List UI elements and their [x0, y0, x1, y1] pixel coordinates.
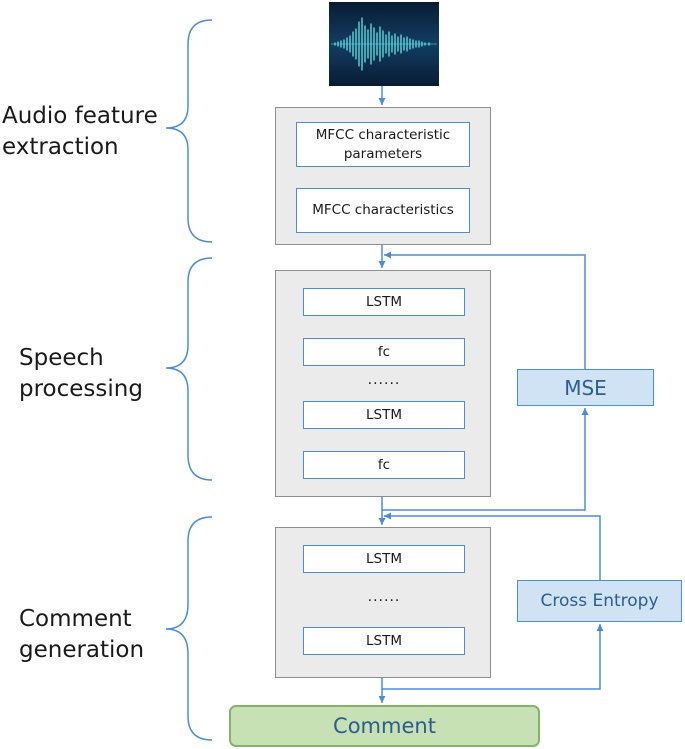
arrow-mse-to-speech-in	[384, 251, 586, 369]
brace-audio-feature	[165, 19, 213, 243]
audio-waveform-icon	[329, 2, 439, 86]
section-label-speech-processing: Speech processing	[19, 343, 143, 405]
section-label-line: Speech	[19, 345, 104, 371]
section-label-line: Comment	[19, 606, 132, 632]
section-label-line: Audio feature	[2, 103, 158, 129]
layer-ellipsis: ......	[367, 372, 401, 388]
section-label-line: generation	[19, 637, 145, 663]
lstm-node: LSTM	[303, 401, 465, 429]
arrow-comment-out-to-cross-entropy	[382, 624, 604, 690]
brace-speech-processing	[165, 257, 213, 481]
lstm-node: LSTM	[303, 545, 465, 573]
section-label-comment-generation: Comment generation	[19, 604, 144, 666]
lstm-node: LSTM	[303, 288, 465, 316]
lstm-node: LSTM	[303, 627, 465, 655]
mfcc-characteristics-node: MFCC characteristics	[296, 188, 470, 233]
fc-node: fc	[303, 338, 465, 366]
brace-comment-generation	[165, 516, 213, 741]
section-label-line: processing	[19, 376, 143, 402]
comment-output-box: Comment	[229, 705, 540, 747]
mfcc-parameters-node: MFCC characteristic parameters	[296, 122, 470, 167]
section-label-audio-feature-extraction: Audio feature extraction	[2, 101, 158, 163]
cross-entropy-loss-box: Cross Entropy	[517, 580, 682, 622]
section-label-line: extraction	[2, 134, 119, 160]
arrow-speech-out-to-mse	[382, 408, 589, 511]
fc-node: fc	[303, 451, 465, 479]
mse-loss-box: MSE	[517, 369, 654, 406]
arrow-cross-entropy-to-comment-in	[384, 512, 601, 580]
layer-ellipsis: ......	[367, 589, 401, 605]
